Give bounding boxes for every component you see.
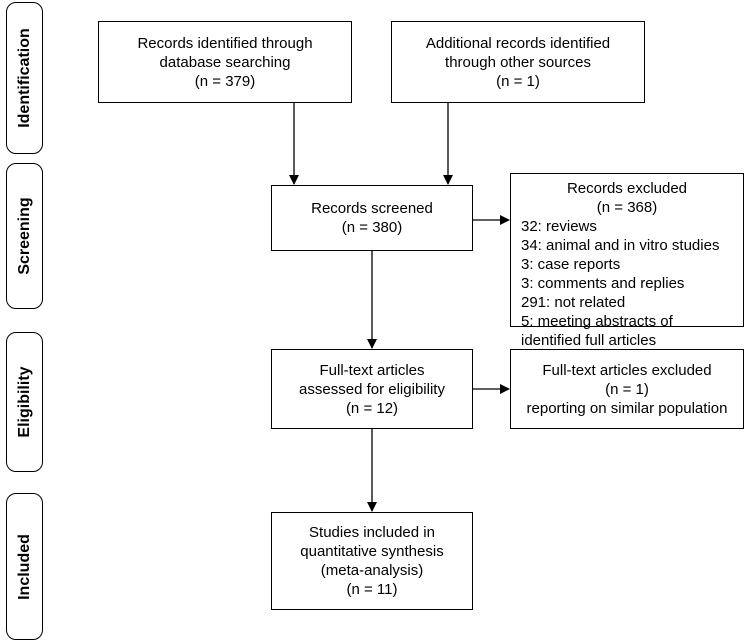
records-screened-count: (n = 380)	[341, 219, 403, 236]
excluded-reason: 34: animal and in vitro studies	[521, 237, 720, 254]
phase-identification: Identification	[6, 2, 43, 154]
other-sources-count: (n = 1)	[496, 72, 540, 90]
excluded-reason: identified full articles	[521, 332, 657, 349]
database-records-line1: Records identified through	[137, 34, 313, 52]
fulltext-assessed-box: Full-text articles assessed for eligibil…	[271, 349, 473, 429]
fulltext-excluded-count: (n = 1)	[605, 380, 649, 398]
records-screened-box: Records screened (n = 380)	[271, 185, 473, 251]
other-sources-line1: Additional records identified	[425, 34, 611, 52]
fulltext-excluded-line1: Full-text articles excluded	[542, 361, 712, 379]
studies-included-box: Studies included in quantitative synthes…	[271, 512, 473, 610]
fulltext-assessed-count: (n = 12)	[345, 399, 399, 417]
fulltext-assessed-line1: Full-text articles	[319, 361, 425, 379]
records-excluded-count: (n = 368)	[596, 199, 658, 216]
database-records-count: (n = 379)	[194, 72, 256, 90]
records-excluded-box: Records excluded (n = 368) 32: reviews 3…	[510, 173, 744, 349]
excluded-reason: 32: reviews	[521, 218, 597, 235]
studies-included-line1: Studies included in	[309, 524, 435, 541]
phase-eligibility: Eligibility	[6, 332, 43, 472]
records-excluded-title: Records excluded	[566, 180, 688, 197]
excluded-reason: 5: meeting abstracts of	[521, 313, 673, 330]
phase-screening: Screening	[6, 163, 43, 309]
studies-included-line3: (meta-analysis)	[320, 562, 424, 579]
excluded-reason: 291: not related	[521, 294, 626, 311]
database-records-line2: database searching	[159, 53, 291, 71]
other-sources-box: Additional records identified through ot…	[391, 21, 645, 103]
fulltext-excluded-reason: reporting on similar population	[526, 399, 728, 417]
studies-included-count: (n = 11)	[346, 581, 398, 598]
excluded-reason: 3: comments and replies	[521, 275, 685, 292]
fulltext-excluded-box: Full-text articles excluded (n = 1) repo…	[510, 349, 744, 429]
other-sources-line2: through other sources	[445, 53, 591, 71]
fulltext-assessed-line2: assessed for eligibility	[299, 380, 445, 398]
phase-included: Included	[6, 493, 43, 640]
database-records-box: Records identified through database sear…	[98, 21, 352, 103]
records-screened-label: Records screened	[311, 200, 433, 217]
studies-included-line2: quantitative synthesis	[300, 543, 444, 560]
excluded-reason: 3: case reports	[521, 256, 621, 273]
